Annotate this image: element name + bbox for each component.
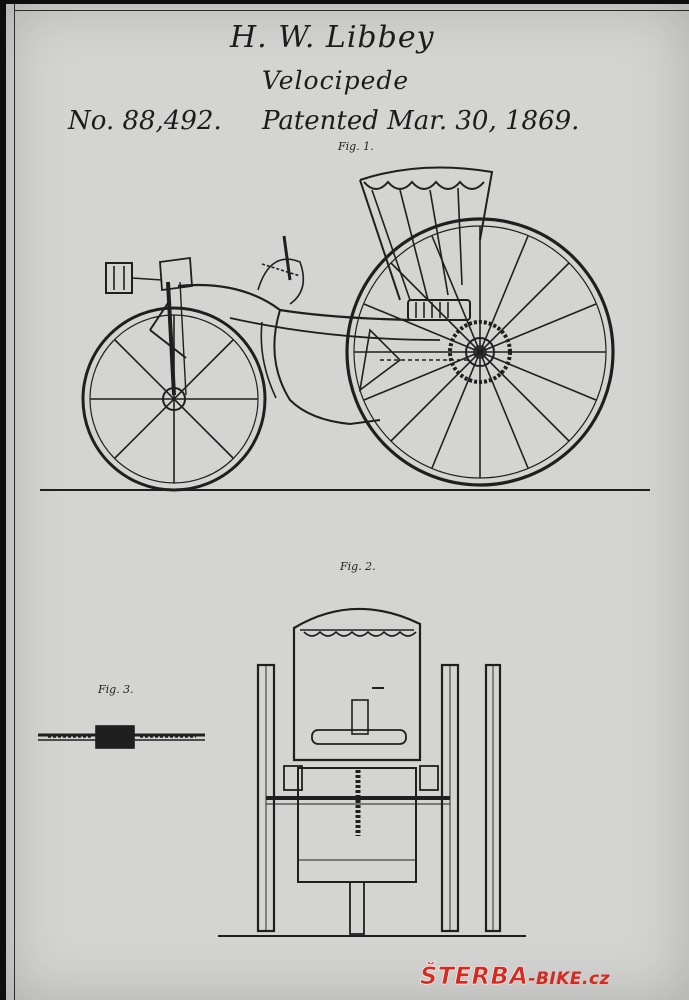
fig3-label: Fig. 3.: [98, 683, 134, 696]
patent-date: Patented Mar. 30, 1869.: [262, 106, 580, 136]
fig1-frame: [105, 235, 470, 426]
watermark-brand: ŠTERBA: [420, 962, 529, 991]
patent-number: No. 88,492.: [68, 106, 222, 136]
sheet-border-top: [14, 10, 689, 11]
fig2-rear-view: [218, 607, 526, 937]
fig1-canopy: [359, 166, 494, 321]
fig3-detail: [38, 725, 205, 749]
patent-sheet: [6, 4, 689, 1000]
sheet-border-left: [14, 4, 15, 1000]
fig2-label: Fig. 2.: [340, 560, 376, 573]
inventor-name: H. W. Libbey: [230, 20, 435, 55]
site-watermark: ŠTERBA-BIKE.cz: [420, 962, 610, 991]
invention-title: Velocipede: [262, 66, 410, 95]
watermark-domain: -BIKE.cz: [528, 969, 610, 989]
fig1-side-view: [40, 166, 650, 492]
fig1-label: Fig. 1.: [338, 140, 374, 153]
fig1-front-wheel: [81, 306, 267, 492]
